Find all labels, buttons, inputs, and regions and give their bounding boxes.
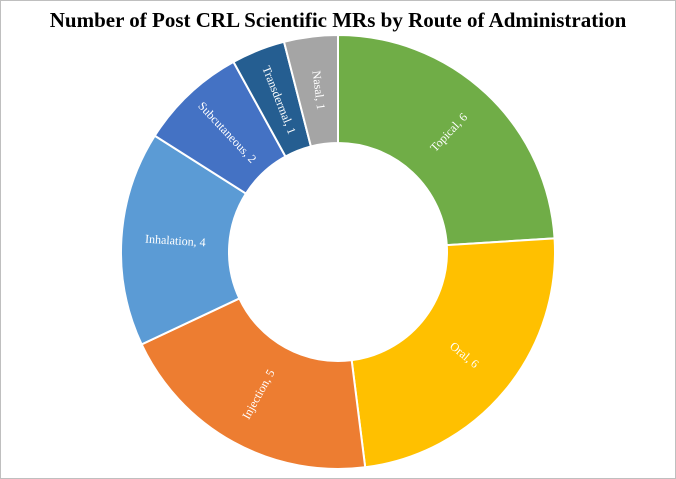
label-nasal: Nasal, 1 (309, 70, 328, 111)
label-inhalation: Inhalation, 4 (145, 232, 206, 250)
slice-injection (140, 297, 367, 470)
slice-inhalation (120, 134, 248, 346)
slice-nasal (282, 33, 339, 148)
donut-slices (120, 33, 556, 470)
chart-title: Number of Post CRL Scientific MRs by Rou… (49, 8, 627, 32)
slice-topical (337, 33, 556, 247)
slice-oral (350, 237, 556, 469)
